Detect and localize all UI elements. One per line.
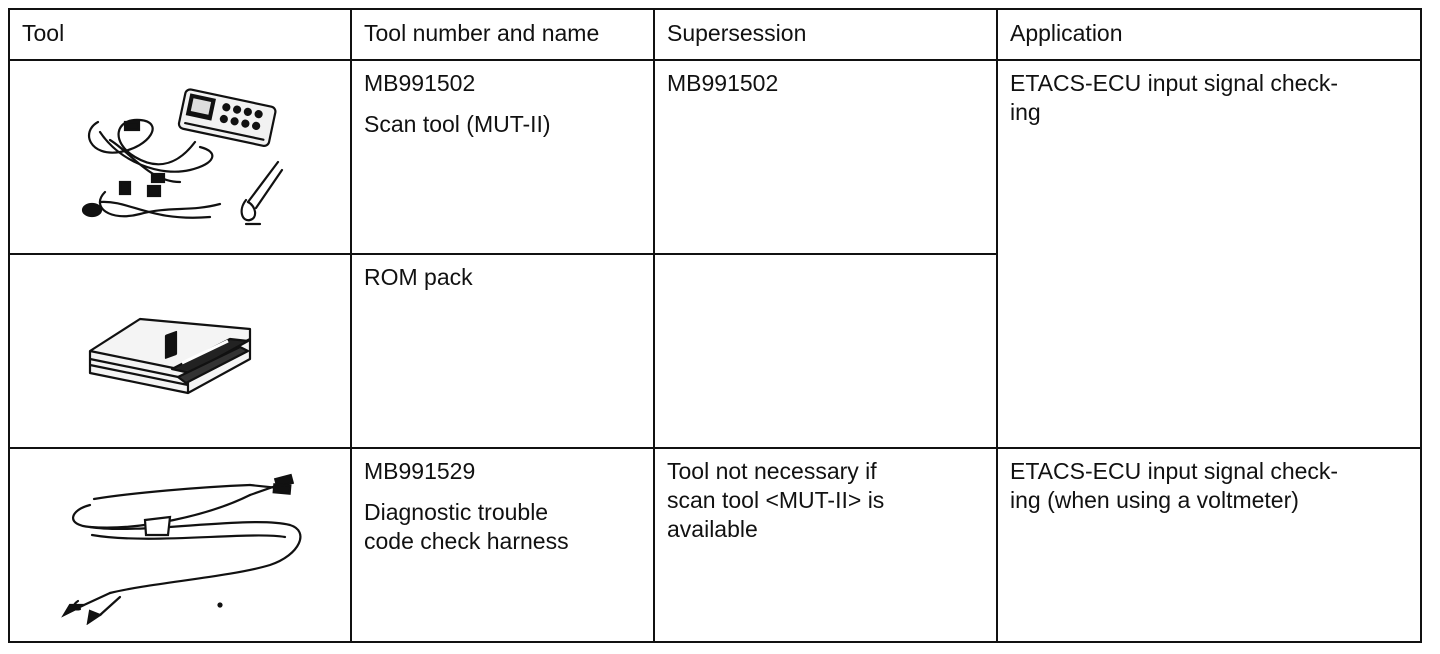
application-text: ETACS-ECU input signal check- ing (1010, 70, 1339, 125)
tool-number-name-cell: ROM pack (350, 253, 655, 449)
header-application: Application (996, 8, 1422, 61)
supersession-cell: MB991502 (653, 59, 998, 255)
table-row: MB991529 Diagnostic trouble code check h… (8, 447, 1422, 643)
header-supersession: Supersession (653, 8, 998, 61)
special-tools-table: Tool Tool number and name Supersession A… (8, 8, 1422, 643)
header-tool: Tool (8, 8, 352, 61)
tool-image-cell (8, 253, 352, 449)
tool-name: Diagnostic trouble code check harness (364, 499, 569, 554)
supersession-cell (653, 253, 998, 449)
tool-number: MB991529 (364, 458, 476, 484)
tool-name: ROM pack (364, 264, 473, 290)
tool-image-cell (8, 447, 352, 643)
application-text: ETACS-ECU input signal check- ing (when … (1010, 458, 1339, 513)
header-tool-number-and-name: Tool number and name (350, 8, 655, 61)
tool-name: Scan tool (MUT-II) (364, 111, 551, 137)
supersession-cell: Tool not necessary if scan tool <MUT-II>… (653, 447, 998, 643)
tool-number-name-cell: MB991529 Diagnostic trouble code check h… (350, 447, 655, 643)
table-row: MB991502 Scan tool (MUT-II) MB991502 ETA… (8, 59, 1422, 449)
scan-tool-mut-ii-illustration (81, 88, 284, 226)
table-header-row: Tool Tool number and name Supersession A… (8, 8, 1422, 61)
check-harness-illustration (61, 473, 302, 625)
table-row: ROM pack (8, 253, 1421, 449)
rom-pack-illustration (88, 317, 252, 395)
supersession-text: Tool not necessary if scan tool <MUT-II>… (667, 458, 885, 542)
tool-number: MB991502 (364, 70, 476, 96)
application-cell: ETACS-ECU input signal check- ing (996, 59, 1422, 449)
tool-image-cell (8, 59, 352, 255)
supersession-text: MB991502 (667, 70, 779, 96)
tool-number-name-cell: MB991502 Scan tool (MUT-II) (350, 59, 655, 255)
application-cell: ETACS-ECU input signal check- ing (when … (996, 447, 1422, 643)
